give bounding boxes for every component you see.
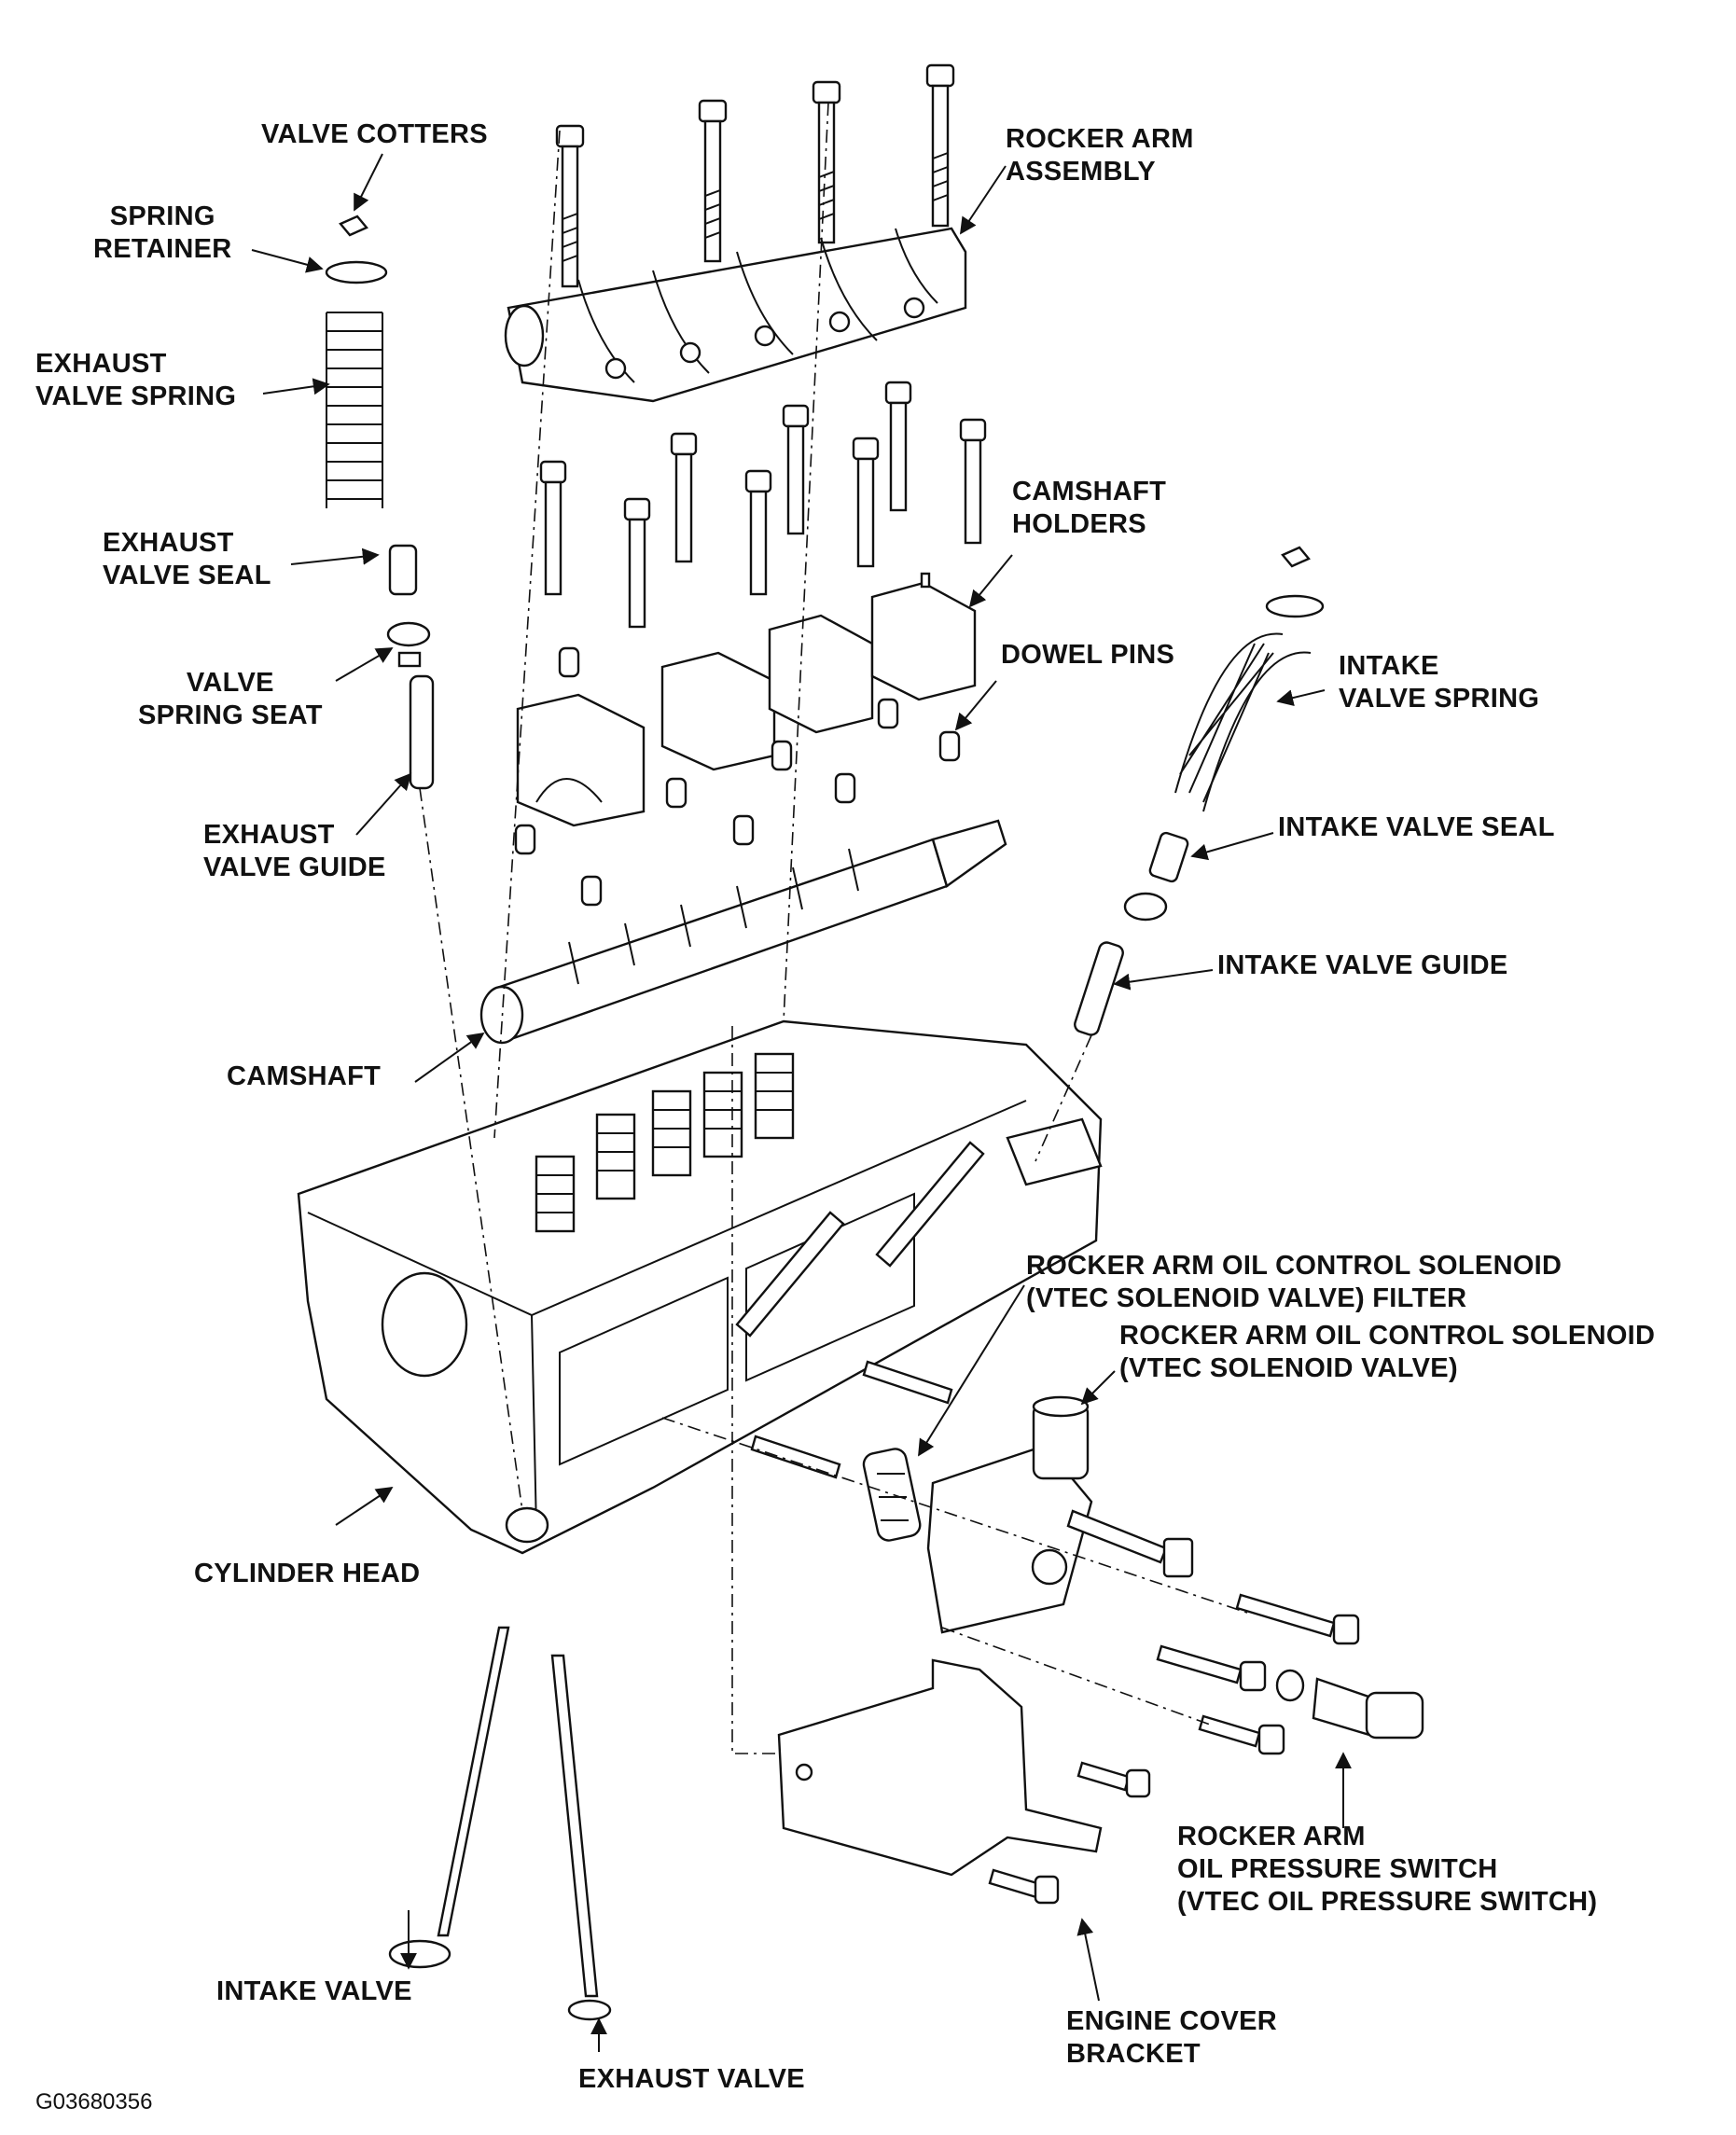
- figure-code: G03680356: [35, 2089, 153, 2114]
- label-intake-valve-seal: INTAKE VALVE SEAL: [1278, 812, 1555, 842]
- cylinder-head: [297, 1019, 1103, 1555]
- intake-valve-stack: [1074, 546, 1325, 1036]
- label-vtec-solenoid-valve: ROCKER ARM OIL CONTROL SOLENOID(VTEC SOL…: [1119, 1321, 1656, 1383]
- label-camshaft: CAMSHAFT: [227, 1061, 382, 1091]
- intake-valve-spring-coil: [1174, 632, 1312, 812]
- label-intake-valve-guide: INTAKE VALVE GUIDE: [1217, 950, 1508, 980]
- rocker-bolt: [925, 63, 955, 228]
- vtec-solenoid-filter: [862, 1448, 922, 1542]
- label-intake-valve: INTAKE VALVE: [216, 1976, 412, 2006]
- label-exhaust-valve: EXHAUST VALVE: [578, 2064, 805, 2094]
- camshaft: [479, 819, 1007, 1045]
- rocker-arm-assembly: [504, 63, 967, 403]
- vtec-solenoid-valve: [926, 1395, 1194, 1634]
- assembly-lines: [419, 102, 1251, 1754]
- label-cylinder-head: CYLINDER HEAD: [194, 1559, 421, 1588]
- exhaust-valve-spring-coil: [326, 312, 383, 508]
- leader-lines: [251, 153, 1352, 2052]
- camshaft-holders: [516, 572, 977, 827]
- holder-bolts: [539, 381, 987, 629]
- oil-pressure-switch: [1275, 1669, 1424, 1740]
- exhaust-valve: [550, 1654, 612, 2021]
- exhaust-valve-stack: [325, 215, 435, 790]
- head-valve-springs: [535, 1052, 795, 1233]
- label-valve-cotters: VALVE COTTERS: [261, 119, 488, 149]
- rocker-bolt: [812, 80, 841, 244]
- solenoid-bolts: [988, 1593, 1360, 1905]
- rocker-bolt: [555, 124, 585, 288]
- engine-cover-bracket: [777, 1658, 1103, 1877]
- rocker-bolt: [698, 99, 728, 263]
- dowel-pins: [514, 646, 961, 907]
- label-vtec-solenoid-filter: ROCKER ARM OIL CONTROL SOLENOID(VTEC SOL…: [1026, 1251, 1562, 1313]
- label-dowel-pins: DOWEL PINS: [1001, 640, 1175, 670]
